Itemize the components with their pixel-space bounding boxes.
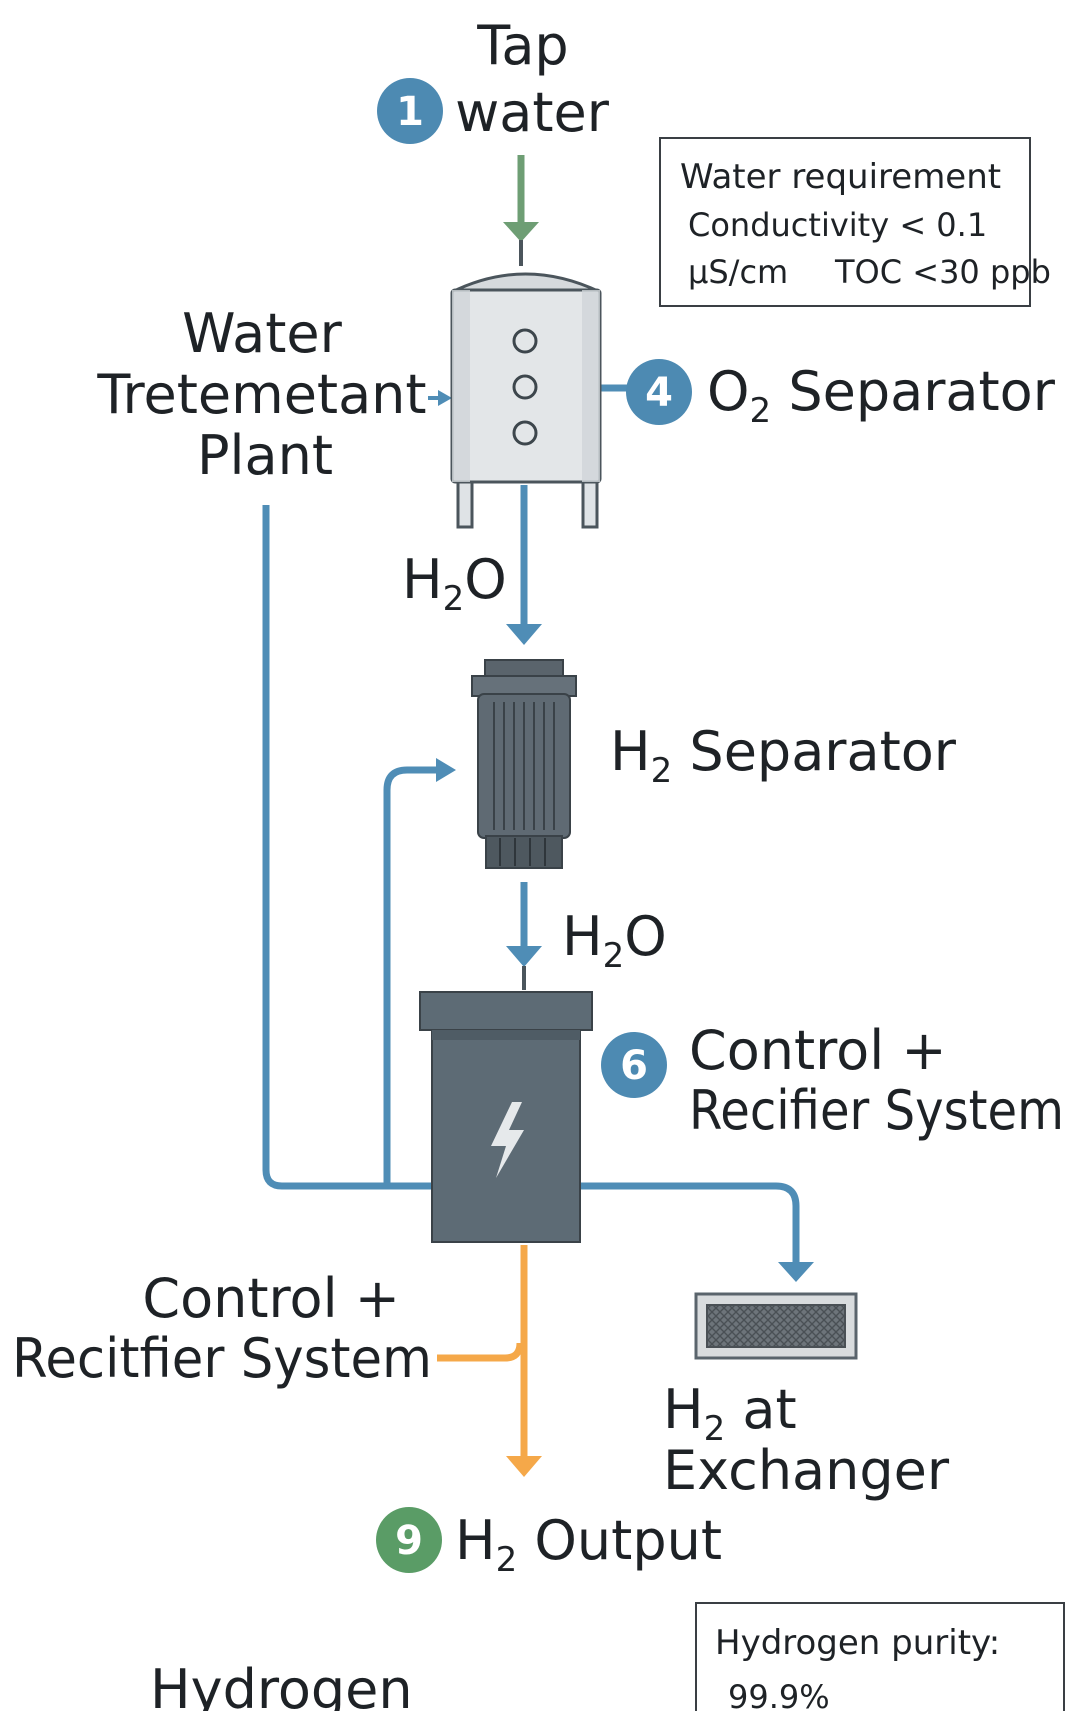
exchanger-label-line1: H2 at — [663, 1378, 797, 1449]
treatment-plant-line3: Plant — [197, 424, 333, 487]
step-badge-4 — [626, 359, 692, 425]
stack-to-exchanger-pipe — [578, 1182, 800, 1264]
step-badge-1-number: 1 — [396, 89, 424, 135]
step-badge-9 — [376, 1507, 442, 1573]
control-feed-pipe — [437, 1342, 524, 1362]
recirculation-pipe — [383, 766, 440, 1186]
tap-water-label-line1: Tap — [476, 14, 568, 77]
control-left-line2: Recitfier System — [12, 1327, 432, 1390]
h2o-lower-label: H2O — [562, 905, 667, 976]
water-requirement-conductivity: Conductivity < 0.1 — [688, 206, 987, 244]
lightning-bolt-icon — [491, 1102, 524, 1178]
control-right-line2: Recifier System — [689, 1079, 1064, 1142]
tank-to-h2sep-arrowhead — [506, 624, 542, 645]
h2o-upper-label: H2O — [402, 548, 507, 619]
heat-exchanger-icon — [694, 1292, 858, 1360]
o2-separator-label: O2 Separator — [707, 360, 1056, 431]
stack-to-exchanger-arrowhead — [778, 1262, 814, 1282]
exchanger-label-line2: Exchanger — [663, 1439, 950, 1502]
h2-output-label: H2 Output — [455, 1509, 722, 1580]
plant-to-tank-arrowhead — [438, 390, 452, 406]
hydrogen-purity-value: 99.9% — [728, 1678, 830, 1715]
water-requirement-title: Water requirement — [680, 157, 1001, 197]
filter-cartridge-icon — [471, 659, 577, 869]
treatment-plant-line2: Tretemetant — [96, 363, 426, 426]
tap-water-label-line2: water — [455, 81, 610, 144]
step-badge-9-number: 9 — [395, 1518, 423, 1564]
hydrogen-purity-box — [695, 1602, 1065, 1720]
step-badge-6 — [601, 1032, 667, 1098]
plant-return-pipe — [262, 505, 432, 1190]
h2sep-to-stack-arrowhead — [506, 946, 542, 967]
hydrogen-footer-label: Hydrogen — [150, 1658, 413, 1715]
hydrogen-purity-title: Hydrogen purity: — [715, 1623, 1000, 1663]
recirculation-arrowhead — [436, 758, 456, 782]
control-right-line1: Control + — [689, 1019, 947, 1082]
h2-separator-label: H2 Separator — [610, 720, 957, 791]
water-requirement-unit: μS/cm — [688, 253, 788, 291]
step-badge-6-number: 6 — [620, 1043, 648, 1089]
water-requirement-box — [659, 137, 1031, 307]
treatment-plant-line1: Water — [182, 302, 342, 365]
tap-water-arrowhead — [503, 222, 539, 242]
control-left-line1: Control + — [142, 1267, 400, 1330]
h2-output-arrowhead — [506, 1456, 542, 1477]
water-requirement-toc: TOC <30 ppb — [834, 253, 1051, 291]
step-badge-4-number: 4 — [645, 370, 673, 416]
bottom-crop — [0, 1711, 1065, 1715]
step-badge-1 — [377, 78, 443, 144]
tank-icon — [450, 272, 602, 529]
